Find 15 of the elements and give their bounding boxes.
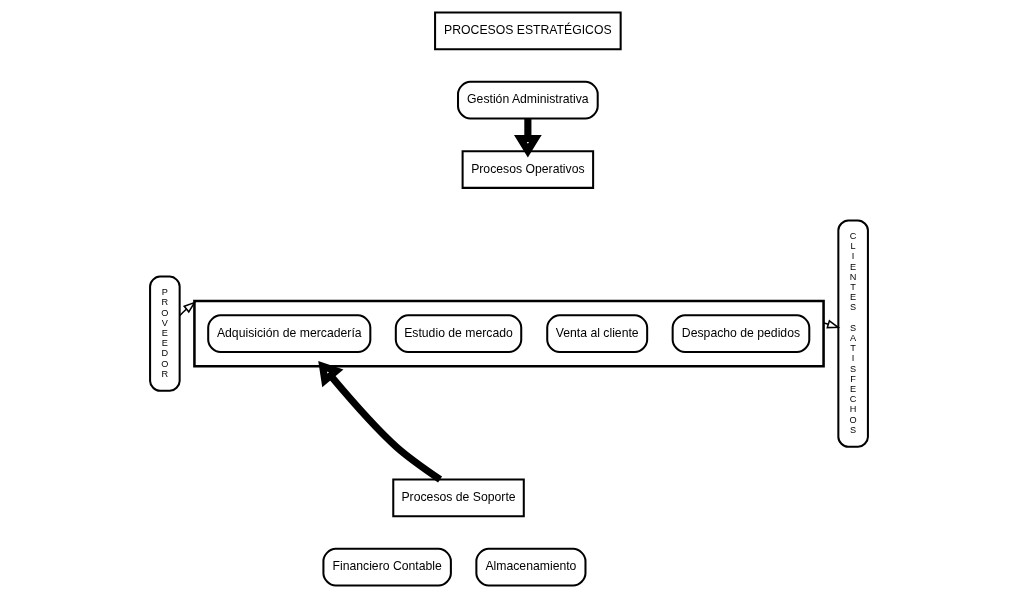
arrow	[514, 118, 542, 158]
node-box: Procesos Operativos	[461, 150, 595, 189]
node-box: Financiero Contable	[322, 547, 452, 587]
node-box: Despacho de pedidos	[671, 314, 811, 354]
node-box: PROCESOS ESTRATÉGICOS	[434, 11, 622, 51]
node-box: PROVEEDOR	[149, 275, 181, 392]
node-box: Venta al cliente	[546, 314, 649, 354]
node-box: Gestión Administrativa	[457, 80, 599, 120]
node-box: Adquisición de mercadería	[207, 314, 372, 354]
node-box: CLIENTES SATISFECHOS	[837, 219, 869, 448]
arrow	[318, 361, 443, 483]
node-box: Estudio de mercado	[394, 314, 523, 354]
node-box: Almacenamiento	[475, 547, 587, 587]
node-box: Procesos de Soporte	[392, 478, 525, 518]
cluster	[193, 299, 825, 368]
